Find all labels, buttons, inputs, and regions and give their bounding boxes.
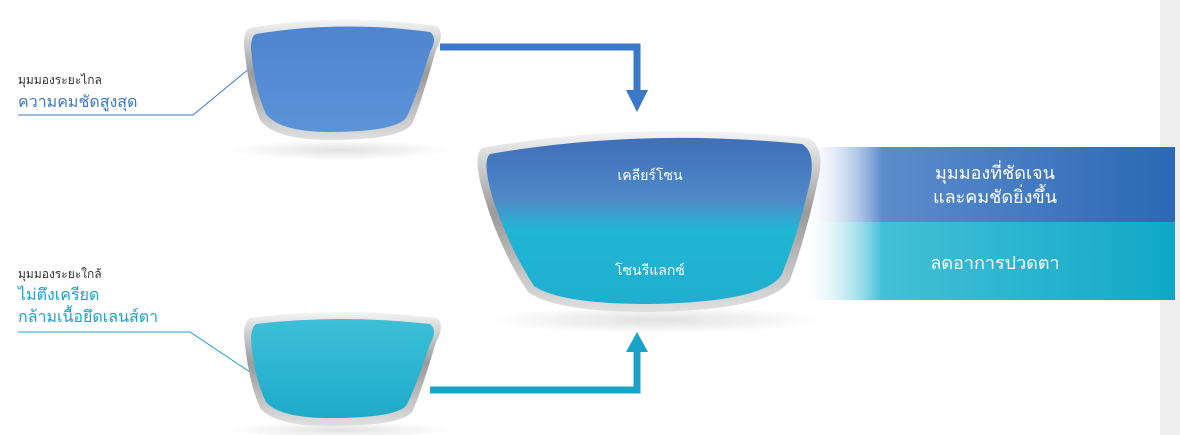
far-leader-line (18, 67, 251, 116)
far-vision-label: มุมมองระยะไกล (18, 73, 102, 87)
near-vision-label: มุมมองระยะใกล้ (18, 267, 102, 281)
benefit-band-bottom (800, 222, 1175, 300)
main-lens-shadow (485, 306, 825, 334)
far-vision-title: ความคมชัดสูงสุด (18, 92, 138, 111)
benefit-top-line1: มุมมองที่ชัดเจน (935, 163, 1055, 184)
main-lens-glass (486, 137, 812, 304)
near-lens-glass (251, 319, 434, 418)
near-leader-line (18, 331, 251, 373)
near-arrow-line (430, 350, 641, 394)
benefit-top-line2: และคมชัดยิ่งขึ้น (932, 187, 1058, 208)
clear-zone-label: เคลียร์โซน (617, 168, 683, 184)
benefit-bottom: ลดอาการปวดตา (930, 253, 1060, 274)
near-lens-shadow (230, 422, 450, 435)
far-lens-glass (251, 26, 434, 132)
far-arrow-head (626, 90, 648, 112)
near-vision-title-line1: ไม่ตึงเครียด (18, 285, 100, 304)
benefit-band-top (800, 147, 1175, 222)
near-vision-title-line2: กล้ามเนื้อยึดเลนส์ตา (18, 307, 159, 326)
far-lens-shadow (230, 140, 450, 160)
far-arrow-line (440, 43, 641, 92)
near-arrow-head (626, 332, 648, 352)
relax-zone-label: โซนรีแลกซ์ (615, 263, 685, 279)
